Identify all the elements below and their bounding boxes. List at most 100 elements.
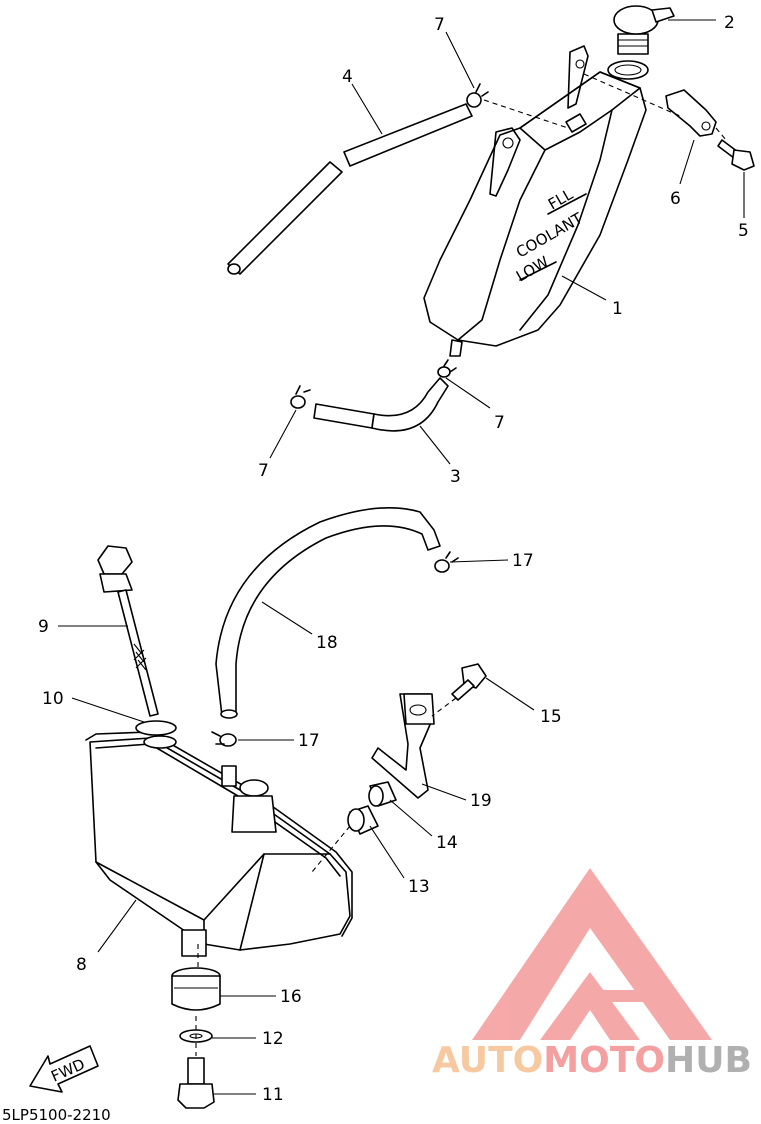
- fwd-label: FWD: [48, 1055, 87, 1086]
- hose-clip: [211, 731, 237, 747]
- bolt11-head: [177, 1083, 215, 1109]
- o-ring: [135, 720, 177, 736]
- tank-low-line: [519, 261, 557, 281]
- tank-filler-neck: [607, 60, 649, 80]
- cap-tab: [651, 7, 675, 23]
- clip-ring: [437, 366, 451, 378]
- hose-clamp: [665, 89, 717, 137]
- clip-ring: [290, 395, 306, 409]
- clip-tab: [445, 551, 459, 563]
- tank8-filler-ring: [143, 735, 177, 749]
- grommet: [347, 805, 379, 835]
- tank-bracket: [489, 127, 521, 197]
- tank8-bottom-edge: [95, 853, 331, 921]
- callout-5: 5: [738, 221, 749, 241]
- hose18-end: [220, 709, 238, 719]
- oil-tank: [85, 731, 353, 957]
- clip-tab: [211, 731, 225, 745]
- tank-top-face: [519, 71, 641, 151]
- clip-tab: [443, 359, 457, 373]
- callout-14: 14: [436, 833, 458, 853]
- tank-edge: [457, 149, 546, 341]
- tank8-body: [89, 737, 351, 951]
- callout-17-top: 17: [512, 551, 534, 571]
- callout-17-mid: 17: [298, 731, 320, 751]
- callout-4: 4: [342, 67, 353, 87]
- adapter16-body: [171, 975, 221, 1011]
- hose-clip: [434, 551, 459, 573]
- callout-12: 12: [262, 1029, 284, 1049]
- collar: [368, 781, 397, 807]
- clamp-hole: [701, 121, 711, 131]
- callout-11: 11: [262, 1085, 284, 1105]
- callout-1: 1: [612, 299, 623, 319]
- tank8-crease2: [239, 853, 265, 951]
- tank8-breather-nipple: [221, 765, 237, 787]
- grommet13-face: [347, 808, 365, 832]
- coolant-reservoir-tank: FLL COOLANT LOW: [423, 45, 649, 357]
- drain-adapter: [171, 967, 221, 1011]
- drain-bolt: [177, 1057, 215, 1109]
- tank8-filler-neck: [231, 795, 277, 833]
- tank8-drain-boss: [181, 929, 207, 957]
- tank-top-bracket-hole: [575, 59, 585, 69]
- bolt11-shank: [187, 1057, 205, 1085]
- callout-6: 6: [670, 189, 681, 209]
- bolt-head: [731, 149, 755, 171]
- tank8-flange: [85, 731, 353, 937]
- tank-bracket: [371, 693, 435, 799]
- breather-hose: [227, 103, 473, 275]
- watermark-hub: HUB: [665, 1040, 752, 1081]
- callout-7-right: 7: [494, 413, 505, 433]
- leader-lines: [58, 19, 745, 1095]
- collar14-face: [368, 785, 384, 807]
- hose-clip: [290, 385, 311, 409]
- watermark-logo-triangle: [472, 868, 712, 1040]
- forward-arrow-icon: FWD: [29, 1045, 99, 1093]
- callout-18: 18: [316, 633, 338, 653]
- hose-clip: [437, 359, 457, 378]
- return-hose: [215, 506, 441, 719]
- tank-outlet-nipple: [449, 339, 463, 357]
- tank8-filler-boss: [239, 779, 269, 797]
- bracket19-slot: [409, 704, 427, 716]
- tank-side-edge: [519, 109, 613, 331]
- dipstick-rod: [117, 589, 159, 717]
- watermark-auto: AUTO: [432, 1040, 543, 1081]
- oil-dipstick: [97, 545, 159, 717]
- watermark-logo-bar: [592, 990, 654, 1002]
- diagram-code: 5LP5100-2210: [2, 1106, 111, 1124]
- assembly-line: [715, 127, 727, 141]
- hose-end: [227, 263, 241, 275]
- callout-10: 10: [42, 689, 64, 709]
- tank-bracket-hole: [502, 137, 514, 149]
- bracket-bolt: [451, 663, 487, 701]
- hose-bend: [371, 377, 449, 432]
- bracket19-tab: [403, 693, 435, 725]
- assembly-line: [483, 99, 569, 129]
- callout-15: 15: [540, 707, 562, 727]
- callout-7-top: 7: [434, 15, 445, 35]
- clip-tab: [295, 385, 311, 395]
- hose18: [215, 506, 441, 717]
- mounting-bolt: [717, 139, 755, 171]
- reservoir-outlet-hose: [313, 377, 449, 432]
- callout-8: 8: [76, 955, 87, 975]
- cap-neck: [617, 33, 649, 55]
- assembly-line: [311, 825, 351, 873]
- callout-13: 13: [408, 877, 430, 897]
- tank-full-line: [547, 193, 587, 215]
- callout-9: 9: [38, 617, 49, 637]
- dipstick-collar: [99, 573, 133, 593]
- hose-straight: [313, 403, 375, 429]
- clip-tab: [475, 83, 489, 97]
- callout-19: 19: [470, 791, 492, 811]
- assembly-line: [431, 697, 457, 717]
- watermark-logo: [472, 868, 712, 1040]
- dipstick-cap: [97, 545, 133, 575]
- callout-16: 16: [280, 987, 302, 1007]
- callout-2: 2: [724, 13, 735, 33]
- watermark-text: AUTOMOTOHUB: [432, 1040, 752, 1081]
- hose-clip: [466, 83, 489, 108]
- clip-ring: [219, 733, 237, 747]
